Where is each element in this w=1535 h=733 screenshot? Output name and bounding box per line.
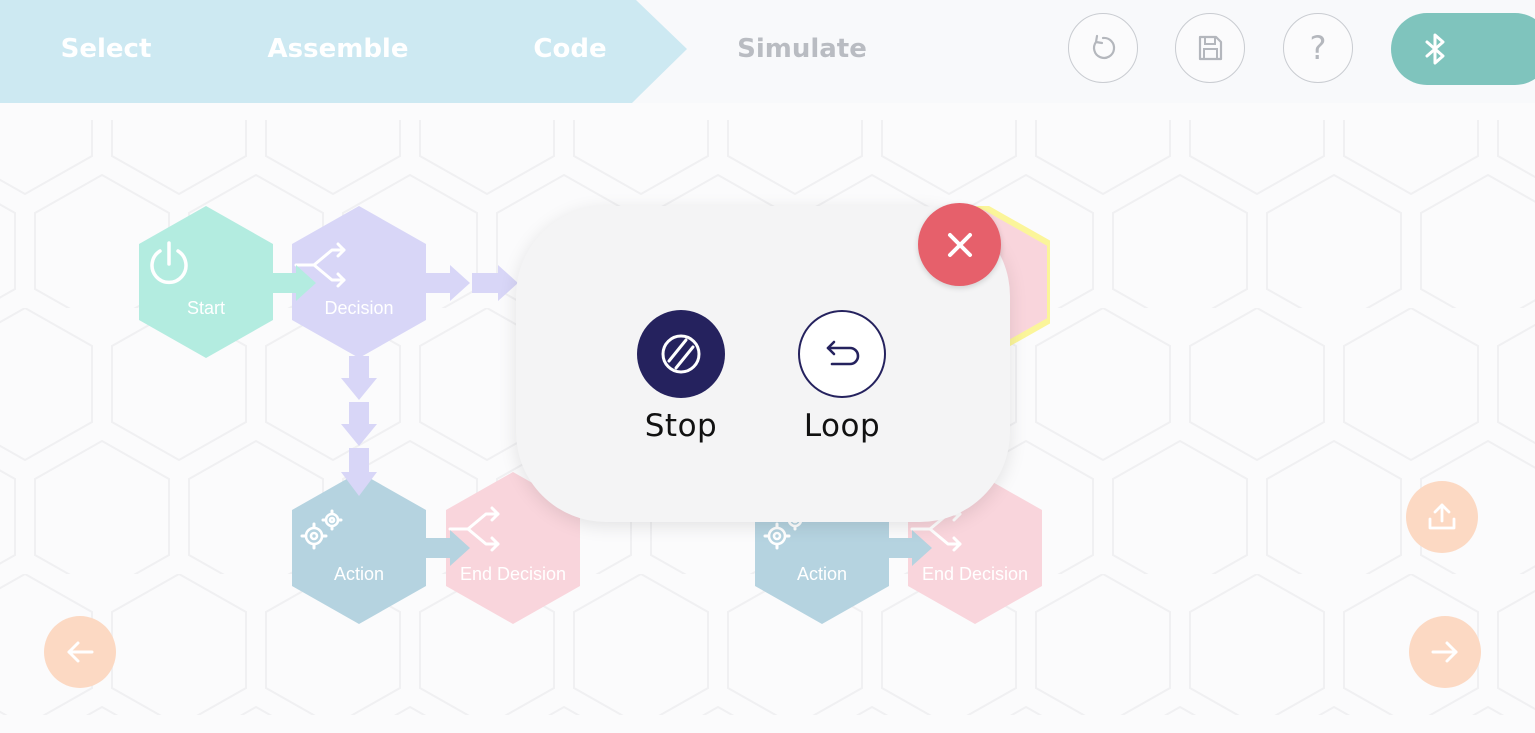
decision-split-icon: [294, 242, 346, 288]
close-modal-button[interactable]: [918, 203, 1001, 286]
save-icon: [1198, 35, 1223, 61]
power-icon: [150, 241, 188, 285]
node-label: Action: [333, 564, 385, 584]
next-button[interactable]: [1409, 616, 1481, 688]
hexagon-shape: [292, 472, 426, 624]
connector-arrow-down: [341, 356, 377, 496]
loop-option[interactable]: Loop: [792, 310, 892, 444]
step-progress-banner: [0, 0, 687, 103]
node-decision[interactable]: Decision: [292, 206, 426, 358]
node-label: Action: [796, 564, 848, 584]
upload-button[interactable]: [1406, 481, 1478, 553]
step-assemble[interactable]: Assemble: [267, 34, 409, 64]
node-end-decision[interactable]: End Decision: [446, 472, 580, 624]
node-label: Decision: [324, 298, 394, 318]
hexagon-shape: [139, 206, 273, 358]
node-label: Start: [186, 298, 225, 318]
stop-icon: [661, 334, 701, 374]
stop-option[interactable]: Stop: [631, 310, 731, 444]
gears-icon: [300, 509, 343, 550]
node-start[interactable]: Start: [139, 206, 273, 358]
reset-icon: [1093, 34, 1116, 59]
header-bar: Select Assemble Code Simulate ?: [0, 0, 1535, 103]
save-button[interactable]: [1175, 13, 1245, 83]
back-button[interactable]: [44, 616, 116, 688]
close-icon: [947, 232, 972, 257]
help-icon: ?: [1309, 29, 1327, 67]
connector-arrow-right: [424, 265, 518, 301]
decision-split-icon: [448, 506, 500, 552]
loop-option-label: Loop: [803, 408, 881, 444]
node-label: End Decision: [459, 564, 567, 584]
upload-icon: [1428, 503, 1456, 530]
stop-option-circle[interactable]: [637, 310, 725, 398]
stop-option-label: Stop: [644, 408, 718, 444]
loop-option-circle[interactable]: [798, 310, 886, 398]
arrow-right-icon: [1431, 641, 1458, 663]
step-code[interactable]: Code: [533, 34, 607, 64]
hexagon-shape: [292, 206, 426, 358]
node-label: End Decision: [921, 564, 1029, 584]
bluetooth-icon: [1425, 33, 1445, 65]
connector-arrow-right: [270, 265, 316, 301]
step-simulate[interactable]: Simulate: [737, 34, 867, 64]
node-action[interactable]: Action: [292, 472, 426, 624]
connector-arrow-right: [424, 530, 470, 566]
bluetooth-button[interactable]: [1391, 13, 1535, 85]
step-select[interactable]: Select: [60, 34, 152, 64]
reset-button[interactable]: [1068, 13, 1138, 83]
hexagon-shape: [446, 472, 580, 624]
loop-icon: [826, 340, 860, 366]
help-button[interactable]: ?: [1283, 13, 1353, 83]
arrow-left-icon: [67, 641, 94, 663]
step-banner-shape: [0, 0, 687, 103]
connector-arrow-right: [886, 530, 932, 566]
